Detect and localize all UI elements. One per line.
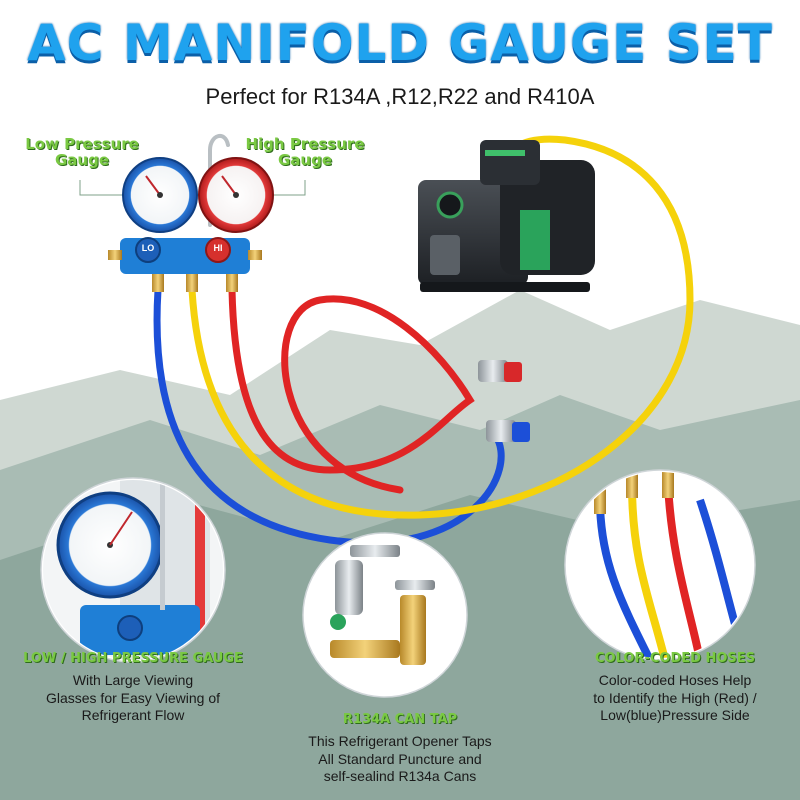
feature-can-tap-line: All Standard Puncture and — [318, 750, 482, 767]
low-callout-line1: Low Pressure — [25, 135, 139, 153]
feature-can-tap-description: This Refrigerant Opener Taps All Standar… — [270, 733, 530, 786]
page-subtitle: Perfect for R134A ,R12,R22 and R410A — [205, 84, 595, 109]
feature-gauge-line: Glasses for Easy Viewing of — [45, 689, 221, 706]
feature-can-tap-line: This Refrigerant Opener Taps — [308, 733, 492, 749]
feature-hoses-line: to Identify the High (Red) / — [593, 689, 757, 706]
high-callout-line1: High Pressure — [245, 135, 365, 153]
page-title: AC MANIFOLD GAUGE SET — [27, 14, 773, 72]
feature-gauge-line: With Large Viewing — [72, 672, 194, 688]
feature-can-tap-title: R134A CAN TAP — [342, 712, 458, 727]
high-callout-line2: Gauge — [277, 150, 333, 169]
lo-knob-label: LO — [141, 243, 155, 253]
feature-gauge-description: With Large Viewing Glasses for Easy View… — [18, 672, 248, 725]
feature-gauge-title: LOW / HIGH PRESSURE GAUGE — [23, 651, 243, 666]
feature-hoses-line: Low(blue)Pressure Side — [600, 707, 750, 723]
low-pressure-gauge-callout: Low Pressure Gauge — [22, 135, 142, 169]
feature-can-tap-line: self-sealind R134a Cans — [323, 768, 477, 784]
hi-knob-label: HI — [213, 243, 223, 253]
feature-hoses-line: Color-coded Hoses Help — [598, 672, 752, 688]
feature-gauge-line: Refrigerant Flow — [81, 707, 185, 723]
feature-hoses-description: Color-coded Hoses Help to Identify the H… — [550, 672, 800, 725]
feature-hoses-title: COLOR-CODED HOSES — [595, 651, 755, 666]
low-callout-line2: Gauge — [54, 150, 110, 169]
high-pressure-gauge-callout: High Pressure Gauge — [240, 135, 370, 169]
